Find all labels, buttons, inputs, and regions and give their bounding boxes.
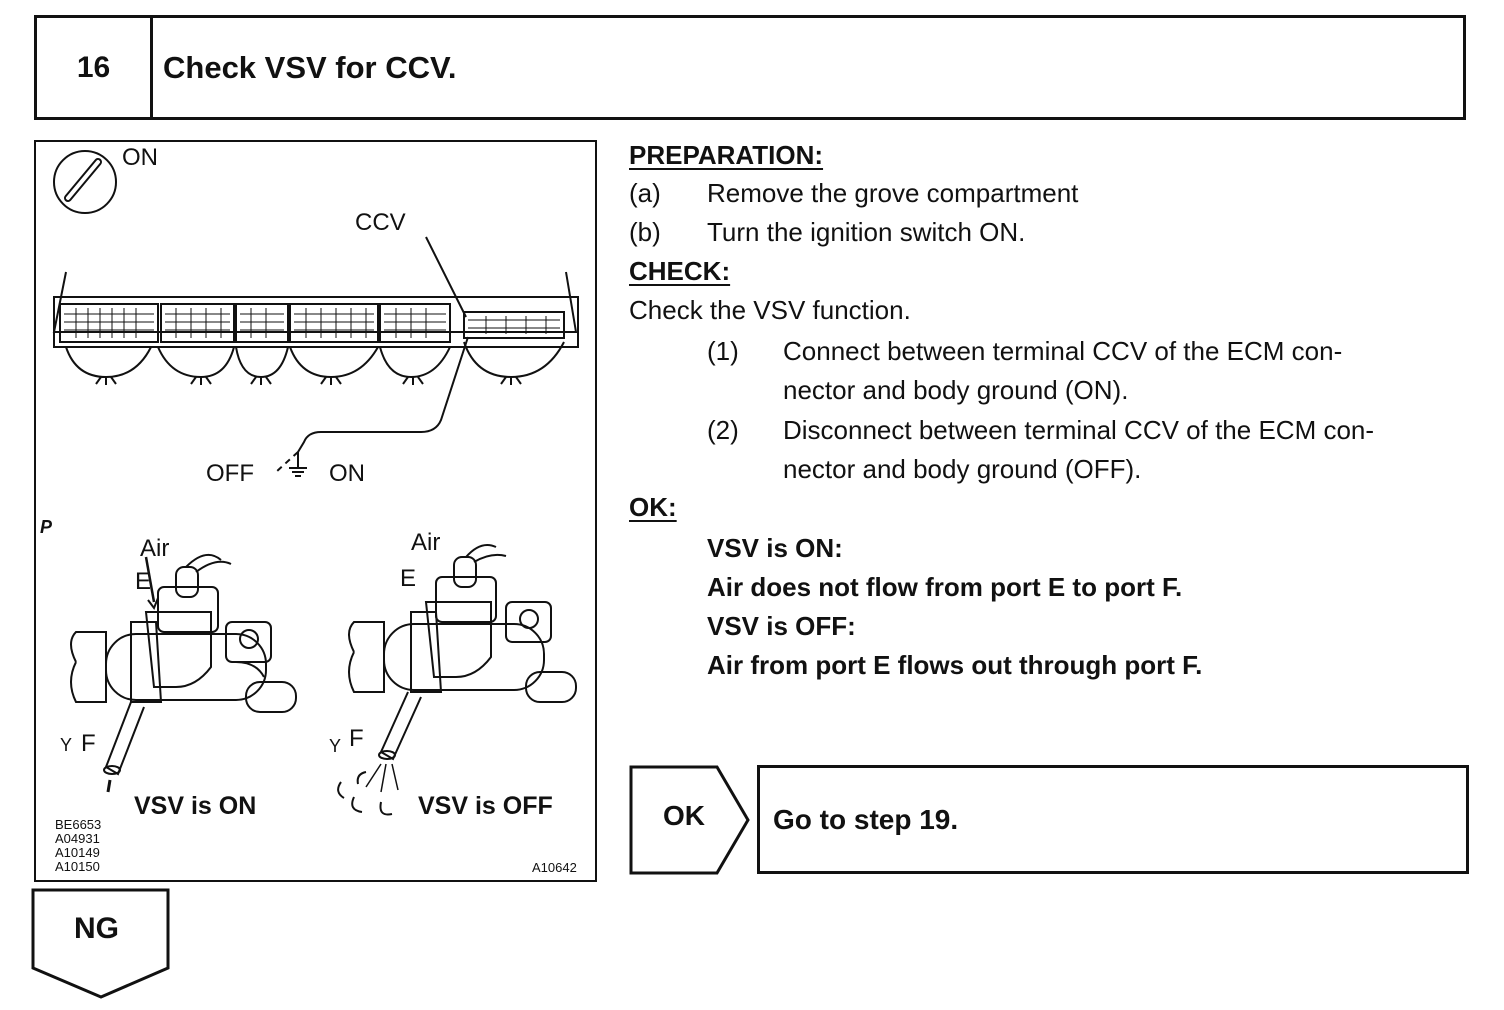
vsv-off-caption: VSV is OFF [418, 792, 553, 820]
check-text-1b: nector and body ground (ON). [783, 375, 1129, 405]
left-air-label: Air [140, 535, 170, 562]
check-text-2a: Disconnect between terminal CCV of the E… [783, 415, 1375, 445]
check-marker-1: (1) [707, 336, 739, 366]
figure-code-4: A10150 [55, 859, 100, 874]
right-port-f-label: F [349, 725, 364, 752]
check-text-1a: Connect between terminal CCV of the ECM … [783, 336, 1343, 366]
ignition-on-label: ON [122, 144, 158, 171]
vsv-on-illustration [70, 553, 297, 793]
ok-action-box: Go to step 19. [757, 765, 1469, 874]
prep-marker-b: (b) [629, 217, 661, 247]
ok-line-2: Air does not flow from port E to port F. [707, 572, 1183, 602]
figure-code-3: A10149 [55, 845, 100, 860]
ecm-vsv-illustration [52, 150, 579, 816]
prep-text-a: Remove the grove compartment [707, 178, 1079, 208]
check-text-2b: nector and body ground (OFF). [783, 454, 1142, 484]
step-header: 16 Check VSV for CCV. [34, 15, 1466, 120]
ng-arrow-tag [31, 888, 170, 999]
ok-line-3: VSV is OFF: [707, 611, 856, 641]
ok-tag-label: OK [663, 800, 705, 831]
left-port-f-label: F [81, 730, 96, 757]
diagram-figure: ON CCV OFF ON P Air E Y F VSV is ON Air … [34, 140, 597, 882]
step-title: Check VSV for CCV. [163, 49, 457, 85]
ok-arrow-tag [629, 765, 750, 875]
ok-action-text: Go to step 19. [773, 803, 959, 835]
right-port-e-label: E [400, 565, 417, 592]
ignition-key-icon [53, 150, 117, 214]
left-port-e-label: E [135, 568, 152, 595]
ecm-connector-icon [52, 271, 579, 385]
p-label: P [40, 517, 53, 537]
ccv-label: CCV [355, 209, 406, 236]
ground-on-label: ON [329, 460, 365, 487]
ng-tag-label: NG [74, 912, 119, 945]
vsv-off-illustration [337, 544, 577, 816]
figure-code-2: A04931 [55, 831, 100, 846]
ground-icon [289, 452, 307, 477]
step-number: 16 [37, 18, 153, 117]
figure-id-code: A10642 [532, 860, 577, 875]
vsv-on-caption: VSV is ON [134, 792, 257, 820]
ok-line-1: VSV is ON: [707, 533, 843, 563]
check-intro: Check the VSV function. [629, 295, 911, 325]
preparation-heading: PREPARATION: [629, 140, 824, 170]
prep-marker-a: (a) [629, 178, 661, 208]
check-heading: CHECK: [629, 256, 731, 286]
ground-off-label: OFF [206, 460, 254, 487]
prep-text-b: Turn the ignition switch ON. [707, 217, 1026, 247]
ok-heading: OK: [629, 492, 677, 522]
figure-code-1: BE6653 [55, 817, 102, 832]
ok-line-4: Air from port E flows out through port F… [707, 650, 1203, 680]
right-y-label: Y [329, 736, 342, 756]
left-y-label: Y [60, 735, 73, 755]
right-air-label: Air [411, 529, 441, 556]
check-marker-2: (2) [707, 415, 739, 445]
